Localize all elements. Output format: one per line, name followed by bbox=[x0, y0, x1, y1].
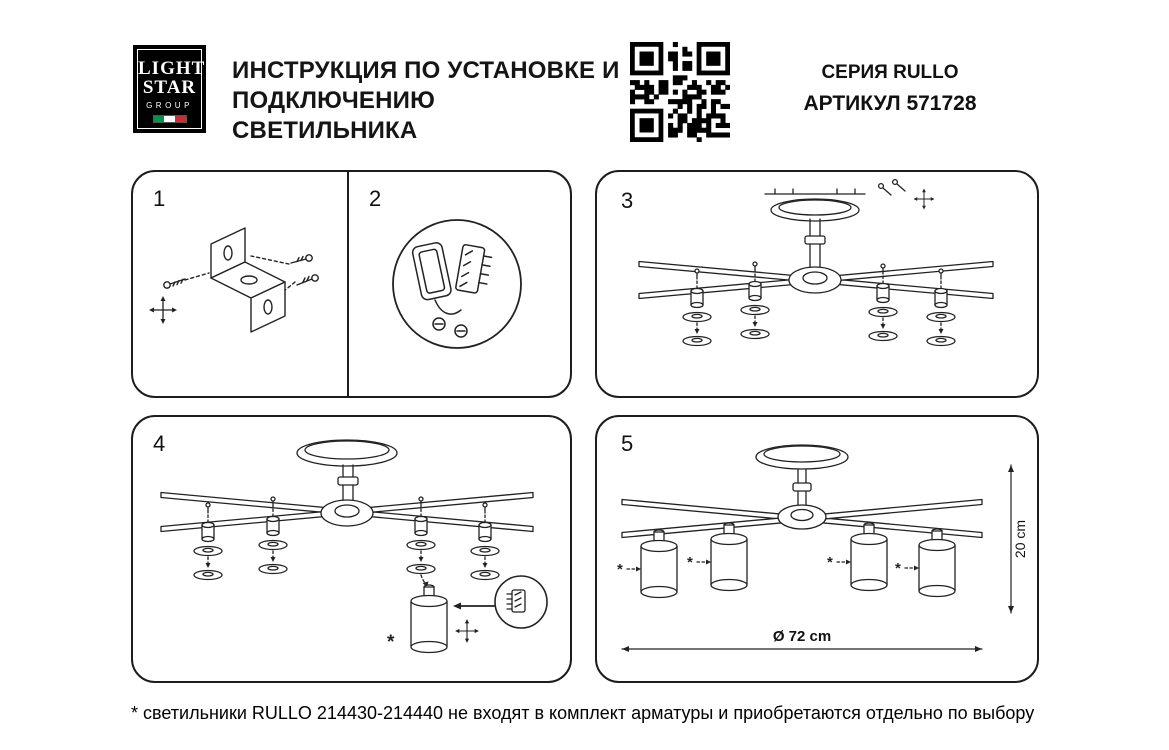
panel-step-4: 4 bbox=[131, 415, 572, 683]
shade-note-marker bbox=[616, 560, 642, 579]
step-5-number: 5 bbox=[621, 431, 634, 456]
step-3-number: 3 bbox=[621, 188, 634, 213]
lamp-holder bbox=[470, 502, 500, 581]
shade-note-marker bbox=[686, 553, 712, 572]
step-4-number: 4 bbox=[153, 431, 166, 456]
hub bbox=[777, 504, 827, 530]
ceiling-plate bbox=[764, 188, 866, 195]
panel-step-5: 5 bbox=[595, 415, 1039, 683]
lamp-holder bbox=[926, 268, 956, 347]
hub bbox=[320, 499, 374, 527]
screw-icon bbox=[432, 317, 446, 331]
logo-frame: LIGHT STAR GROUP bbox=[137, 49, 206, 129]
stem bbox=[792, 468, 812, 508]
series-label: СЕРИЯ RULLO bbox=[821, 62, 959, 83]
lamp-holder bbox=[193, 502, 223, 581]
mounting-bracket bbox=[210, 227, 286, 333]
move-arrows-icon bbox=[148, 295, 178, 325]
lamp-holder bbox=[682, 268, 712, 347]
lamp-shade bbox=[410, 584, 448, 654]
canopy bbox=[296, 439, 398, 467]
hub bbox=[788, 266, 842, 294]
wire bbox=[434, 299, 462, 315]
page-title-line2: ПОДКЛЮЧЕНИЮ СВЕТИЛЬНИКА bbox=[232, 87, 436, 144]
terminal-connector-icon bbox=[455, 244, 493, 294]
step1-bracket-drawing bbox=[148, 227, 319, 333]
driver-box bbox=[411, 242, 452, 301]
step-2-number: 2 bbox=[369, 186, 382, 211]
height-label: 20 cm bbox=[1012, 520, 1028, 558]
height-dimension: 20 cm bbox=[1008, 464, 1028, 614]
lightstar-logo: LIGHT STAR GROUP bbox=[133, 45, 206, 133]
screw-icon bbox=[163, 278, 186, 289]
stem bbox=[337, 464, 359, 502]
logo-text-group: GROUP bbox=[146, 100, 193, 110]
shade-note-marker bbox=[894, 559, 920, 578]
step2-wiring-drawing bbox=[392, 219, 522, 349]
canopy bbox=[770, 198, 860, 222]
canopy bbox=[755, 444, 849, 470]
step4-fixture-drawing: * bbox=[160, 439, 548, 654]
lamp-shade bbox=[918, 528, 956, 598]
step-1-number: 1 bbox=[153, 186, 166, 211]
move-arrows-icon bbox=[913, 188, 935, 210]
qr-code bbox=[630, 42, 731, 143]
connector-detail-circle bbox=[494, 575, 548, 629]
lamp-shade bbox=[710, 522, 748, 592]
asterisk-mark: * bbox=[387, 632, 395, 653]
screw-icon bbox=[290, 254, 313, 264]
stem bbox=[804, 218, 826, 269]
diameter-label: Ø 72 cm bbox=[773, 628, 831, 645]
italy-flag-icon bbox=[152, 114, 187, 123]
detail-circle bbox=[392, 219, 522, 349]
diameter-dimension: Ø 72 cm bbox=[621, 628, 983, 652]
article-label: АРТИКУЛ 571728 bbox=[803, 92, 977, 115]
panel-steps-1-2: 1 2 bbox=[131, 170, 572, 398]
lamp-shade bbox=[640, 529, 678, 599]
panel-step-3: 3 bbox=[595, 170, 1039, 398]
screw-icon bbox=[454, 324, 468, 338]
footnote: * светильники RULLO 214430-214440 не вхо… bbox=[131, 703, 1035, 723]
lamp-shade bbox=[850, 522, 888, 592]
shade-note-marker bbox=[826, 553, 852, 572]
logo-text-light: LIGHT bbox=[138, 58, 206, 79]
panel-divider bbox=[347, 172, 349, 396]
screw-icon bbox=[877, 182, 892, 196]
page-title: ИНСТРУКЦИЯ ПО УСТАНОВКЕ И ПОДКЛЮЧЕНИЮ СВ… bbox=[232, 56, 622, 146]
screw-icon bbox=[296, 274, 319, 286]
step5-assembled-drawing: Ø 72 cm 20 cm bbox=[616, 444, 1028, 652]
step3-fixture-drawing bbox=[638, 178, 994, 347]
screw-icon bbox=[891, 178, 906, 192]
move-arrows-icon bbox=[454, 618, 480, 644]
page-title-line1: ИНСТРУКЦИЯ ПО УСТАНОВКЕ И bbox=[232, 57, 620, 84]
logo-text-star: STAR bbox=[142, 77, 197, 99]
